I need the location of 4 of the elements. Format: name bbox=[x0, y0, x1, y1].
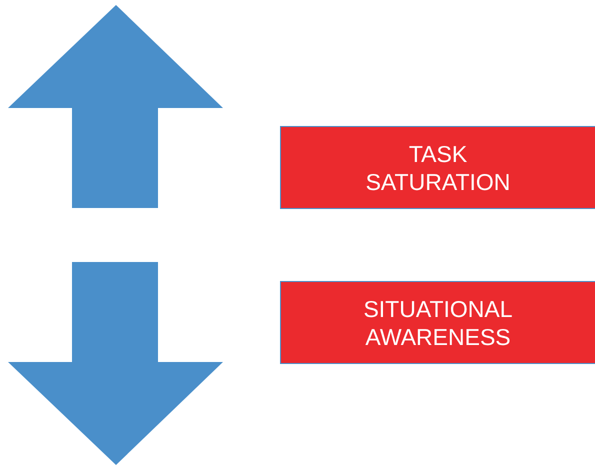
box-label: SITUATIONAL AWARENESS bbox=[362, 294, 514, 350]
box-label: TASK SATURATION bbox=[364, 140, 512, 196]
label-box bbox=[280, 126, 595, 209]
label-box bbox=[280, 281, 595, 364]
